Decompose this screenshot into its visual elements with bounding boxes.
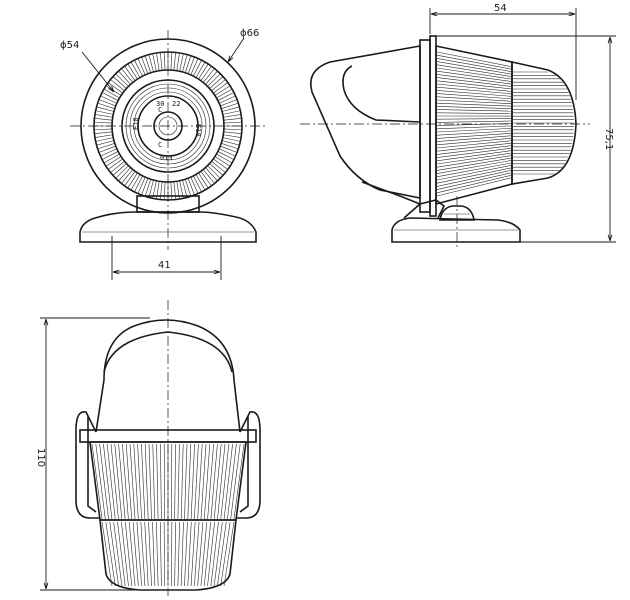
lens-mark-013: 013 [160,154,173,162]
lens-mark-30: 30 [156,100,164,108]
lens-mark-22: 22 [172,100,180,108]
front-view: 30 22 C C E10 E10 013 ϕ54 ϕ66 41 [60,28,268,280]
lens-mark-c1: C [158,106,162,114]
bottom-lens [99,519,237,591]
dim-height: 75,1 [603,128,614,150]
bottom-lens-ribs [101,521,235,587]
lens-mark-c2: C [158,141,162,149]
side-view: 54 75,1 [300,3,616,250]
side-dome-ribs [513,71,574,175]
side-rear-housing [310,45,421,199]
dim-overall-height: 110 [35,448,46,467]
dim-outer-diameter: ϕ66 [240,28,259,39]
bottom-view: 110 [35,300,261,596]
dim-lens-diameter: ϕ54 [60,40,79,51]
front-base [79,211,257,243]
side-bolt [439,205,475,221]
lens-mark-e10-right: E10 [194,124,202,137]
side-flange [419,39,431,213]
side-cone-ribs [436,51,512,197]
bottom-rear-dome [95,319,241,433]
side-base [391,217,521,243]
dim-base-width: 41 [158,260,171,271]
bottom-left-bracket [75,411,100,519]
dim-depth: 54 [494,3,507,14]
lens-mark-e10-left: E10 [132,117,140,130]
bottom-right-bracket [236,411,261,519]
bottom-cone-ribs [91,443,245,520]
